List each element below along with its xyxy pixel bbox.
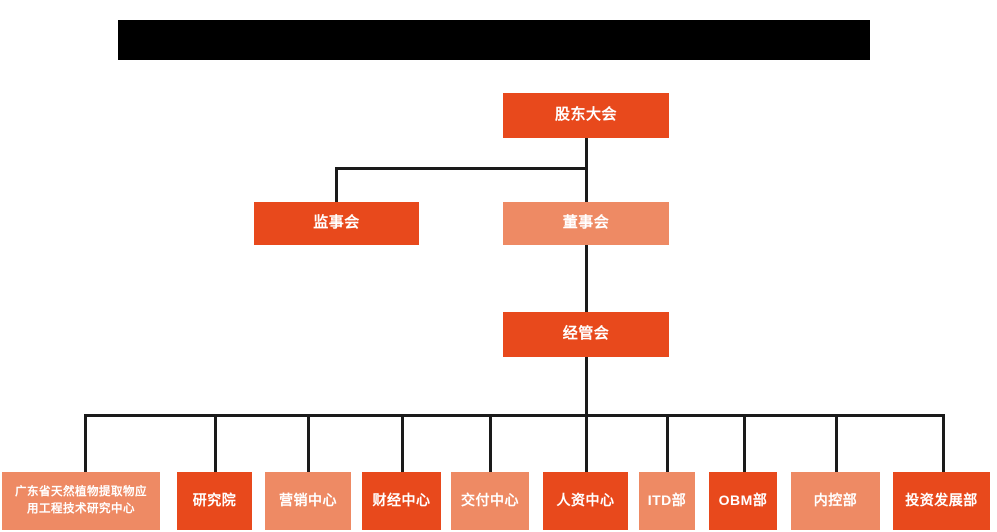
node-itd-department[interactable]: ITD部: [639, 472, 695, 530]
connector-bus-departments: [84, 414, 944, 417]
research-center-label-line1: 广东省天然植物提取物应: [15, 486, 147, 499]
node-research-center[interactable]: 广东省天然植物提取物应 用工程技术研究中心: [2, 472, 160, 530]
connector-bus-level1: [335, 167, 588, 170]
connector-shareholders-down: [585, 138, 588, 170]
node-management-committee[interactable]: 经管会: [503, 312, 669, 357]
connector-drop-obm: [743, 414, 746, 472]
node-institute[interactable]: 研究院: [177, 472, 252, 530]
connector-drop-finance: [401, 414, 404, 472]
connector-drop-itd: [666, 414, 669, 472]
connector-drop-investment: [942, 414, 945, 472]
connector-supervisors-down: [335, 167, 338, 202]
node-hr-center[interactable]: 人资中心: [543, 472, 628, 530]
connector-drop-marketing: [307, 414, 310, 472]
connector-drop-delivery: [489, 414, 492, 472]
node-board-of-supervisors[interactable]: 监事会: [254, 202, 419, 245]
node-shareholders-meeting[interactable]: 股东大会: [503, 93, 669, 138]
connector-directors-down: [585, 167, 588, 202]
node-delivery-center[interactable]: 交付中心: [451, 472, 529, 530]
node-marketing-center[interactable]: 营销中心: [265, 472, 351, 530]
connector-drop-institute: [214, 414, 217, 472]
connector-directors-management: [585, 240, 588, 312]
connector-drop-hr: [585, 414, 588, 472]
node-obm-department[interactable]: OBM部: [709, 472, 777, 530]
redacted-title-bar: [118, 20, 870, 60]
connector-management-down: [585, 357, 588, 416]
node-internal-control-department[interactable]: 内控部: [791, 472, 880, 530]
research-center-label-line2: 用工程技术研究中心: [27, 503, 135, 515]
node-board-of-directors[interactable]: 董事会: [503, 202, 669, 245]
connector-drop-research-center: [84, 414, 87, 472]
connector-drop-internal-control: [835, 414, 838, 472]
node-finance-center[interactable]: 财经中心: [362, 472, 441, 530]
node-investment-development-department[interactable]: 投资发展部: [893, 472, 990, 530]
